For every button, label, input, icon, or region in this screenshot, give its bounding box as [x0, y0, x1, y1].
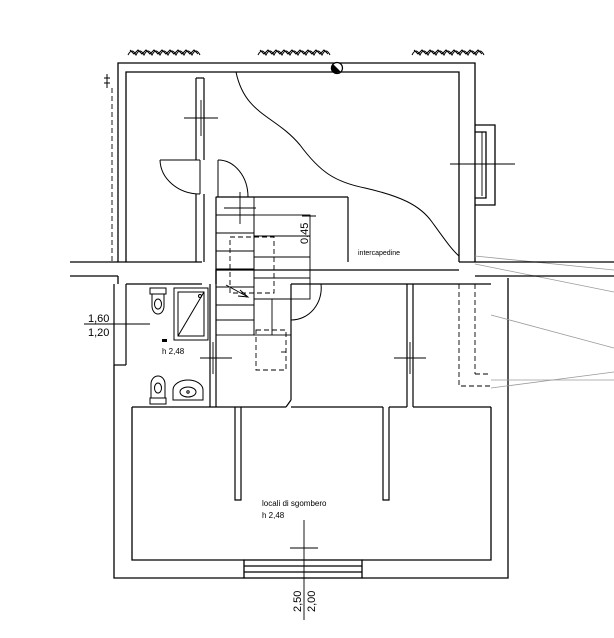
dim-160: 1,60 [88, 313, 109, 325]
middle-wall-band [70, 261, 614, 285]
shrub-icon [127, 49, 201, 57]
shrub-icon [411, 49, 485, 57]
pipe-marker-icon [330, 61, 344, 75]
dim-250: 2,50 [292, 591, 304, 612]
cross-markers [184, 100, 515, 620]
label-locali-di-sgombero: locali di sgombero [262, 499, 327, 508]
bath-tag [162, 339, 167, 342]
label-bath-height: h 2,48 [162, 347, 185, 356]
sink-icon [172, 379, 204, 401]
interior-walls [113, 77, 491, 501]
terrain-curve [235, 71, 460, 257]
bidet-icon [149, 375, 167, 405]
shrub-icon [257, 49, 331, 57]
staircase [215, 196, 311, 336]
dim-200: 2,00 [306, 591, 318, 612]
toilet-icon [149, 287, 167, 315]
shower-tray-icon [173, 287, 209, 341]
extension-lines [474, 255, 614, 389]
dim-120: 1,20 [88, 327, 109, 339]
dim-045: 0,45 [299, 223, 311, 244]
label-locali-height: h 2,48 [262, 511, 285, 520]
outer-walls [113, 62, 509, 579]
dashed-lines [111, 88, 491, 387]
label-intercapedine: intercapedine [358, 250, 400, 257]
north-arrow-icon [104, 74, 110, 88]
